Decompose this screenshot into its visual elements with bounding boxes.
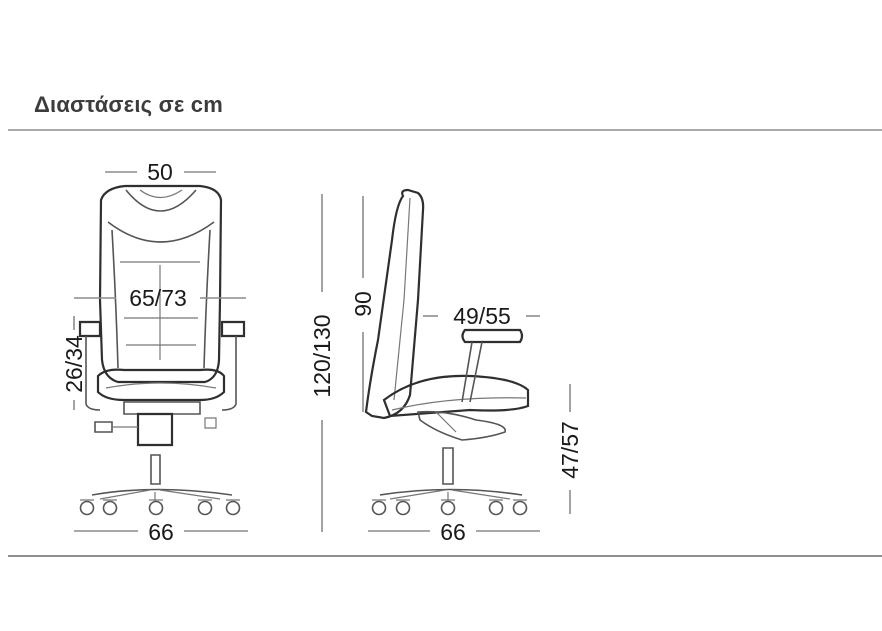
- seat-height-label: 47/57: [557, 421, 583, 479]
- front-base-label: 66: [148, 519, 174, 545]
- front-seat-width-label: 65/73: [129, 285, 187, 311]
- side-armrest-depth-label: 49/55: [453, 303, 511, 329]
- divider-top: [8, 129, 882, 131]
- divider-bottom: [8, 555, 882, 557]
- armrest-height-label: 26/34: [61, 335, 87, 393]
- total-height-label: 120/130: [309, 314, 335, 397]
- front-dimension-lines: [73, 171, 248, 532]
- front-width-label: 50: [147, 159, 173, 185]
- back-height-label: 90: [350, 291, 376, 317]
- chair-side-view: [364, 188, 530, 516]
- chair-front-view: [78, 184, 246, 516]
- side-base-label: 66: [440, 519, 466, 545]
- side-dimension-lines: [321, 194, 571, 532]
- page-title: Διαστάσεις σε cm: [34, 92, 223, 117]
